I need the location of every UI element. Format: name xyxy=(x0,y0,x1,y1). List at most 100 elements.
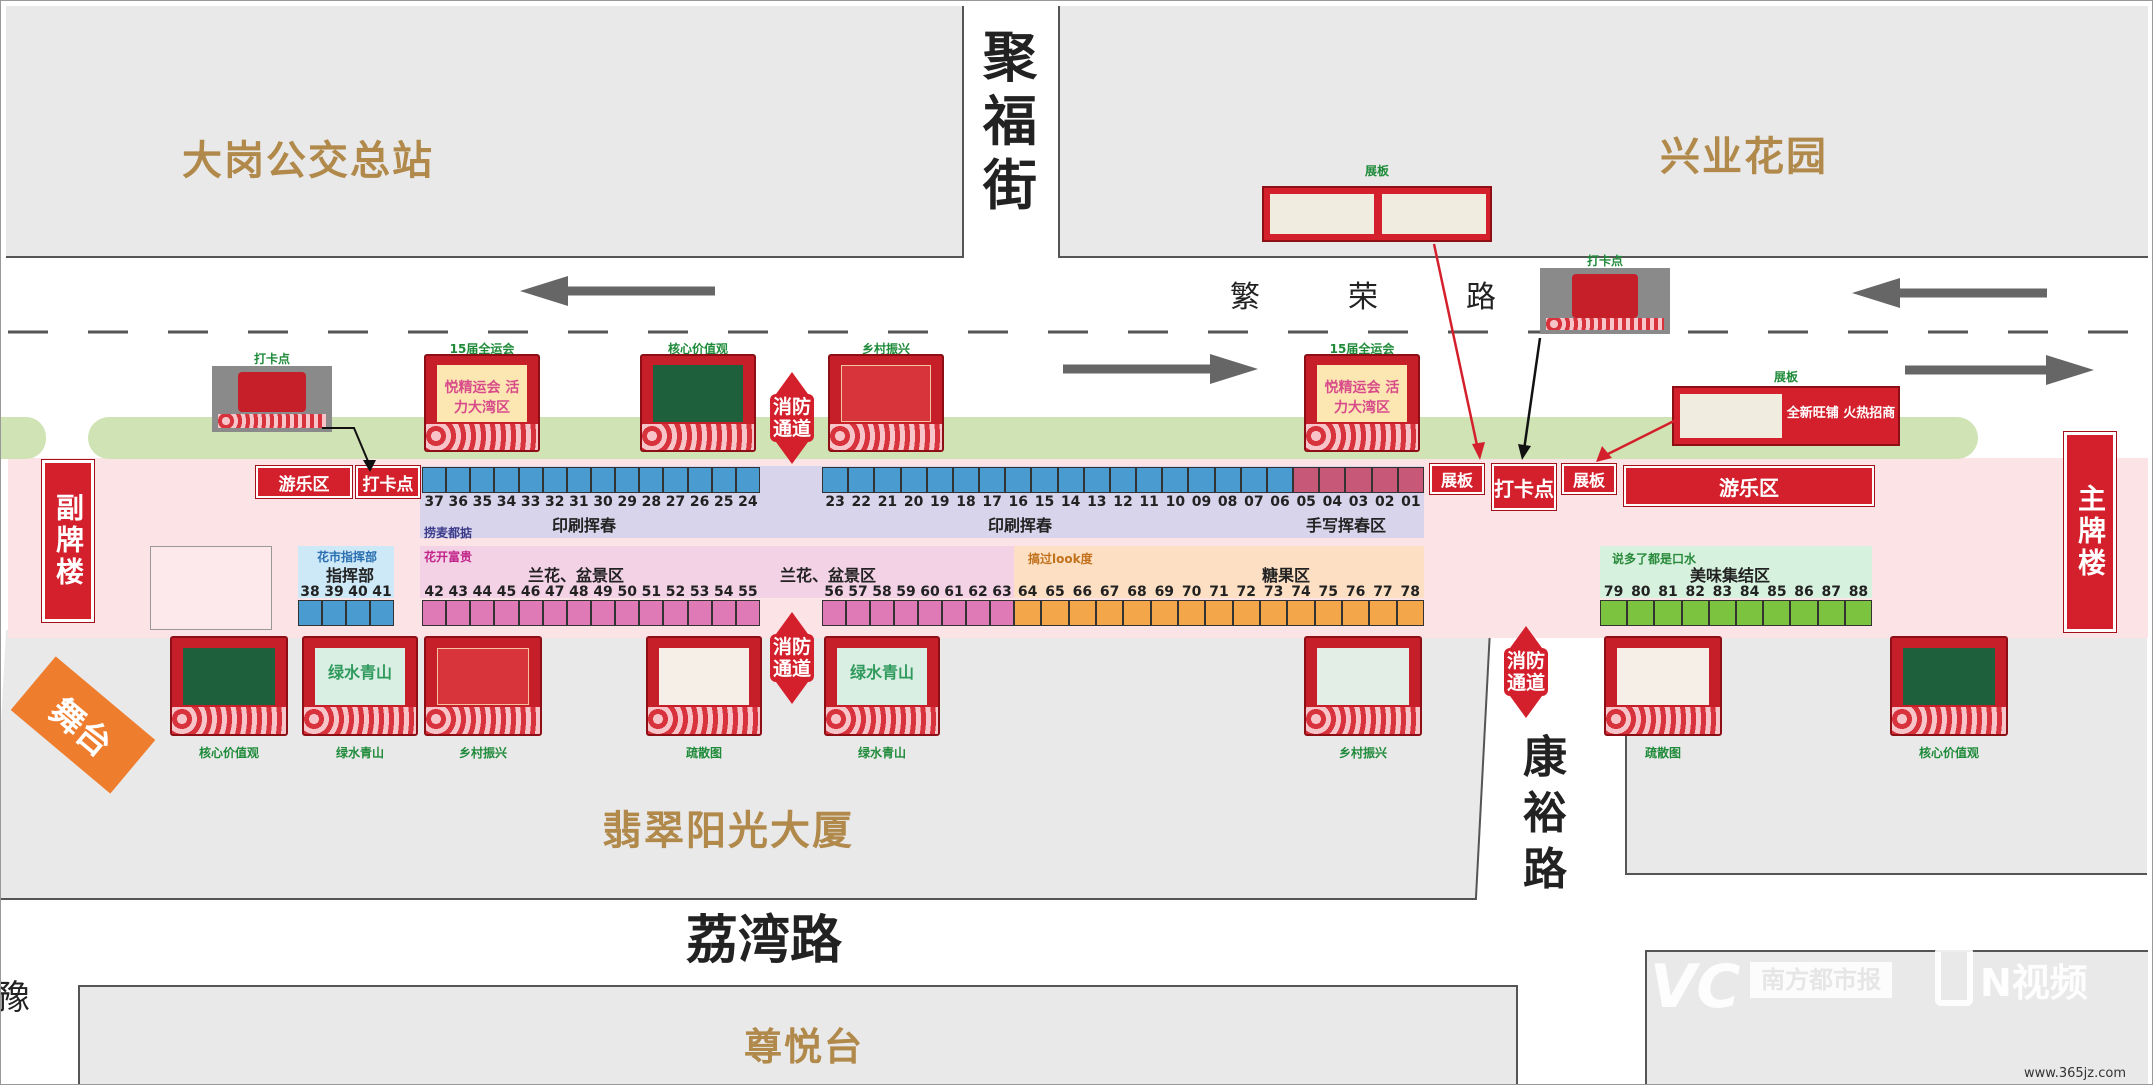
board-bottom-8 xyxy=(1890,636,2008,736)
daka-top-pointer xyxy=(1518,337,1542,460)
sign-daka-left: 打卡点 xyxy=(355,465,421,499)
daka-top xyxy=(1540,268,1670,334)
zhanban-top-pointer xyxy=(1432,243,1485,460)
zone-top-left-label: 印刷挥春 xyxy=(552,516,617,535)
flower-sublabel: 花开富贵 xyxy=(424,550,473,564)
zhanban-right-text: 全新旺铺 火热招商 xyxy=(1786,406,1896,421)
daka-board-left-label: 打卡点 xyxy=(253,352,290,366)
command-sublabel: 花市指挥部 xyxy=(317,550,378,564)
block-bottom-right xyxy=(1645,950,2148,1085)
daka-left-pointer xyxy=(322,427,376,472)
road-fanrong-3: 路 xyxy=(1466,280,1496,315)
block-dagang xyxy=(6,6,964,258)
board-top-4-label: 15届全运会 xyxy=(1329,342,1395,356)
arrow-left-icon xyxy=(1852,278,2047,308)
building-xingye: 兴业花园 xyxy=(1660,134,1828,180)
booths-food xyxy=(1600,600,1873,626)
watermark-brand1: 南方都市报 xyxy=(1750,962,1892,998)
green-strip-left xyxy=(0,417,46,459)
road-center-dash xyxy=(8,330,2140,334)
command-label: 指挥部 xyxy=(326,566,375,585)
board-top-1-text: 悦精运会 活力大湾区 xyxy=(444,379,520,416)
zhanban-top xyxy=(1262,186,1492,242)
sign-zhanban-b: 展板 xyxy=(1561,463,1617,495)
board-bottom-2: 绿水青山 xyxy=(302,636,418,736)
booths-command xyxy=(298,600,394,626)
sign-youle-left: 游乐区 xyxy=(255,465,353,499)
board-top-3-label: 乡村振兴 xyxy=(861,342,910,356)
sign-zhanban-a: 展板 xyxy=(1429,463,1485,495)
gate-zhu-pailou: 主牌楼 xyxy=(2063,431,2117,633)
zone-top-mid-label: 印刷挥春 xyxy=(988,516,1053,535)
zone-command-band xyxy=(298,546,394,598)
zhanban-right-label: 展板 xyxy=(1773,370,1798,384)
building-feicui: 翡翠阳光大厦 xyxy=(602,808,854,854)
board-bottom-6 xyxy=(1304,636,1422,736)
watermark-url: www.365jz.com xyxy=(2024,1066,2126,1081)
board-bottom-4-label: 疏散图 xyxy=(685,746,722,760)
board-bottom-4 xyxy=(646,636,762,736)
gate-fu-text: 副牌楼 xyxy=(52,493,85,589)
road-liwan: 荔湾路 xyxy=(686,911,843,971)
fire-passage-2: 消防通道 xyxy=(770,612,814,704)
booths-top-left xyxy=(422,467,760,493)
board-bottom-2-text: 绿水青山 xyxy=(327,663,392,683)
building-zunyue: 尊悦台 xyxy=(744,1025,865,1069)
board-top-4-text: 悦精运会 活力大湾区 xyxy=(1324,379,1400,416)
gate-fu-pailou: 副牌楼 xyxy=(41,459,95,623)
board-top-3 xyxy=(828,354,944,452)
road-kangyu: 康裕路 xyxy=(1523,732,1567,895)
road-fanrong-1: 繁 xyxy=(1230,280,1260,315)
board-top-1-label: 15届全运会 xyxy=(449,342,515,356)
zhanban-right-pointer xyxy=(1596,418,1677,462)
board-bottom-1-label: 核心价值观 xyxy=(198,746,259,760)
zone-top-right-label: 手写挥春区 xyxy=(1306,516,1387,535)
zhanban-top-label: 展板 xyxy=(1364,164,1389,178)
gate-zhu-text: 主牌楼 xyxy=(2074,484,2107,580)
board-bottom-2-label: 绿水青山 xyxy=(335,746,384,760)
board-bottom-5: 绿水青山 xyxy=(824,636,940,736)
board-bottom-7-label: 疏散图 xyxy=(1644,746,1681,760)
zone-top-sublabel: 捞麦都掂 xyxy=(424,526,473,540)
watermark-logo-icon: VC xyxy=(1650,952,1741,1022)
watermark-brand2: N视频 xyxy=(1980,961,2088,1005)
board-bottom-3-label: 乡村振兴 xyxy=(458,746,507,760)
arrow-right-icon xyxy=(1905,355,2094,385)
road-fanrong-2: 荣 xyxy=(1348,280,1378,315)
booths-flower-left xyxy=(422,600,760,626)
zhanban-right: 全新旺铺 火热招商 xyxy=(1672,386,1900,446)
booths-flower-right xyxy=(822,600,1014,626)
zone-candy-band xyxy=(1014,546,1424,598)
sign-daka-mid: 打卡点 xyxy=(1491,463,1557,511)
board-top-2 xyxy=(640,354,756,452)
board-bottom-5-label: 绿水青山 xyxy=(857,746,906,760)
board-top-1: 悦精运会 活力大湾区 xyxy=(424,354,540,452)
arrow-right-icon xyxy=(1063,354,1258,384)
booths-top-right xyxy=(822,467,1424,493)
building-dagang: 大岗公交总站 xyxy=(182,138,434,184)
candy-zone-label: 糖果区 xyxy=(1262,566,1311,585)
green-strip xyxy=(88,417,1978,459)
board-bottom-8-label: 核心价值观 xyxy=(1918,746,1979,760)
board-bottom-1 xyxy=(170,636,288,736)
zone-flower-band xyxy=(420,546,1014,598)
food-sublabel: 说多了都是口水 xyxy=(1612,552,1697,566)
food-zone-label: 美味集结区 xyxy=(1690,566,1771,585)
board-top-4: 悦精运会 活力大湾区 xyxy=(1304,354,1420,452)
arrow-left-icon xyxy=(520,276,715,306)
sign-youle-right: 游乐区 xyxy=(1623,465,1875,507)
flower-zone-label: 兰花、盆景区 xyxy=(528,566,625,585)
daka-top-label: 打卡点 xyxy=(1586,254,1623,268)
fire-passage-1: 消防通道 xyxy=(770,372,814,464)
fire-passage-3: 消防通道 xyxy=(1504,626,1548,718)
watermark-brand2-icon xyxy=(1935,946,1973,1006)
road-jufu: 聚福街 xyxy=(983,26,1037,217)
booths-candy xyxy=(1014,600,1424,626)
